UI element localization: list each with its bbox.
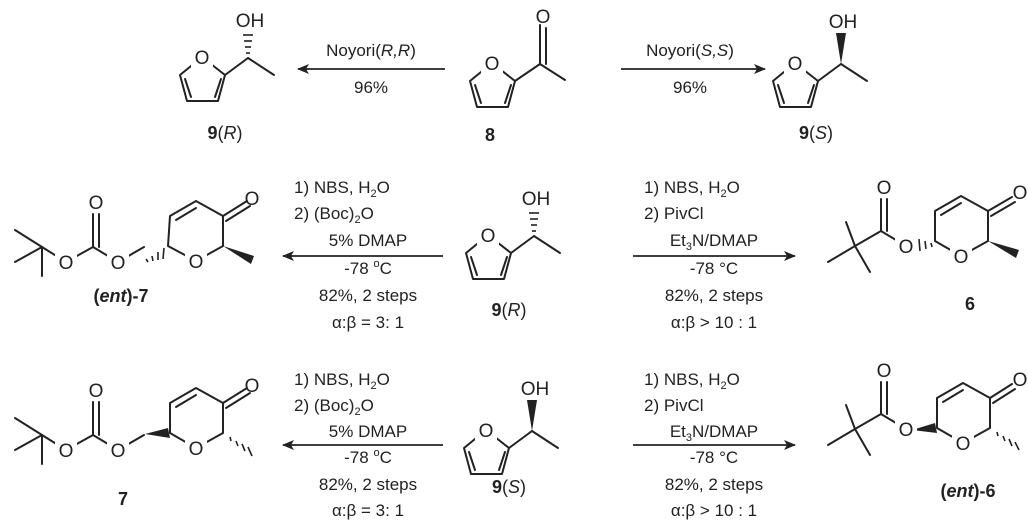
carbonyl-oxygen-label: O bbox=[877, 361, 892, 382]
furan-oxygen-label: O bbox=[788, 54, 803, 75]
furan-oxygen-label: O bbox=[479, 421, 494, 442]
reagent-noyori-rr: Noyori(R,R) bbox=[326, 41, 416, 60]
svg-text:82%, 2 steps: 82%, 2 steps bbox=[319, 475, 417, 494]
ester-oxygen-label: O bbox=[899, 420, 914, 441]
svg-text:5% DMAP: 5% DMAP bbox=[329, 231, 407, 250]
svg-text:2) PivCl: 2) PivCl bbox=[644, 204, 704, 223]
conditions-piv-row2: 1) NBS, H2O 2) PivCl Et3N/DMAP -78 °C 82… bbox=[644, 178, 763, 332]
compound-9R-label-middle: 9(R) bbox=[491, 300, 526, 320]
svg-text:1) NBS, H2O: 1) NBS, H2O bbox=[644, 178, 740, 200]
compound-7-structure: O O O O O bbox=[14, 376, 260, 465]
compound-ent7-label: (ent)-7 bbox=[94, 286, 149, 306]
compound-9R-structure-middle: O OH bbox=[465, 189, 561, 280]
ring-oxygen-label: O bbox=[189, 439, 204, 460]
svg-text:2) (Boc)2O: 2) (Boc)2O bbox=[294, 204, 374, 226]
svg-text:α:β = 3: 1: α:β = 3: 1 bbox=[332, 501, 404, 520]
carbonate-oxygen-label: O bbox=[89, 381, 104, 402]
compound-6-structure: O O O O bbox=[827, 178, 1028, 273]
svg-text:1) NBS, H2O: 1) NBS, H2O bbox=[644, 370, 740, 392]
svg-text:82%, 2 steps: 82%, 2 steps bbox=[319, 286, 417, 305]
svg-text:2) (Boc)2O: 2) (Boc)2O bbox=[294, 396, 374, 418]
anomeric-oxygen-label: O bbox=[111, 441, 126, 462]
compound-8-label: 8 bbox=[485, 125, 495, 145]
compound-9S-label-top: 9(S) bbox=[799, 123, 833, 143]
svg-text:82%, 2 steps: 82%, 2 steps bbox=[665, 475, 763, 494]
carbonate-oxygen-label: O bbox=[89, 193, 104, 214]
compound-9S-structure-bottom: O OH bbox=[463, 379, 559, 475]
svg-text:82%, 2 steps: 82%, 2 steps bbox=[665, 286, 763, 305]
svg-text:Et3N/DMAP: Et3N/DMAP bbox=[670, 422, 758, 444]
ketone-oxygen-label: O bbox=[245, 376, 260, 397]
furan-oxygen-label: O bbox=[195, 48, 210, 69]
svg-text:-78 °C: -78 °C bbox=[690, 448, 738, 467]
compound-9R-label-top: 9(R) bbox=[207, 123, 242, 143]
reagent-noyori-ss: Noyori(S,S) bbox=[646, 41, 734, 60]
carbonyl-oxygen-label: O bbox=[536, 7, 551, 28]
compound-9R-structure-top: O OH bbox=[179, 11, 275, 102]
svg-text:2) PivCl: 2) PivCl bbox=[644, 396, 704, 415]
ester-oxygen-label: O bbox=[59, 253, 74, 274]
hydroxyl-label: OH bbox=[522, 189, 551, 210]
furan-oxygen-label: O bbox=[481, 226, 496, 247]
ring-oxygen-label: O bbox=[954, 247, 969, 268]
ketone-oxygen-label: O bbox=[1013, 183, 1028, 204]
svg-text:α:β = 3: 1: α:β = 3: 1 bbox=[332, 313, 404, 332]
svg-text:1) NBS, H2O: 1) NBS, H2O bbox=[294, 178, 390, 200]
compound-6-label: 6 bbox=[965, 294, 975, 314]
ester-oxygen-label: O bbox=[899, 237, 914, 258]
svg-text:-78 oC: -78 oC bbox=[344, 258, 392, 278]
compound-9S-structure-top: O OH bbox=[772, 12, 868, 108]
ester-oxygen-label: O bbox=[59, 441, 74, 462]
hydroxyl-label: OH bbox=[829, 12, 858, 33]
compound-9S-label-bottom: 9(S) bbox=[492, 477, 526, 497]
carbonyl-oxygen-label: O bbox=[877, 178, 892, 199]
compound-7-label: 7 bbox=[118, 489, 128, 509]
svg-text:-78 °C: -78 °C bbox=[690, 259, 738, 278]
furan-oxygen-label: O bbox=[485, 54, 500, 75]
yield-noyori-ss: 96% bbox=[673, 78, 707, 97]
conditions-boc-row2: 1) NBS, H2O 2) (Boc)2O 5% DMAP -78 oC 82… bbox=[294, 178, 417, 332]
anomeric-oxygen-label: O bbox=[111, 253, 126, 274]
ketone-oxygen-label: O bbox=[1013, 370, 1028, 391]
conditions-boc-row3: 1) NBS, H2O 2) (Boc)2O 5% DMAP -78 oC 82… bbox=[294, 370, 417, 520]
hydroxyl-label: OH bbox=[236, 11, 265, 32]
ring-oxygen-label: O bbox=[956, 434, 971, 455]
svg-text:α:β > 10 : 1: α:β > 10 : 1 bbox=[671, 313, 757, 332]
yield-noyori-rr: 96% bbox=[354, 78, 388, 97]
svg-text:5% DMAP: 5% DMAP bbox=[329, 422, 407, 441]
compound-8-structure: O O bbox=[469, 7, 566, 108]
svg-text:-78 oC: -78 oC bbox=[344, 447, 392, 467]
svg-text:α:β > 10 : 1: α:β > 10 : 1 bbox=[671, 501, 757, 520]
compound-ent6-label: (ent)-6 bbox=[941, 481, 996, 501]
conditions-piv-row3: 1) NBS, H2O 2) PivCl Et3N/DMAP -78 °C 82… bbox=[644, 370, 763, 520]
ketone-oxygen-label: O bbox=[245, 189, 260, 210]
ring-oxygen-label: O bbox=[189, 252, 204, 273]
svg-text:Et3N/DMAP: Et3N/DMAP bbox=[670, 231, 758, 253]
compound-ent7-structure: O O O O O bbox=[14, 189, 260, 277]
hydroxyl-label: OH bbox=[521, 379, 550, 400]
compound-ent6-structure: O O O O bbox=[827, 361, 1028, 456]
svg-text:1) NBS, H2O: 1) NBS, H2O bbox=[294, 370, 390, 392]
